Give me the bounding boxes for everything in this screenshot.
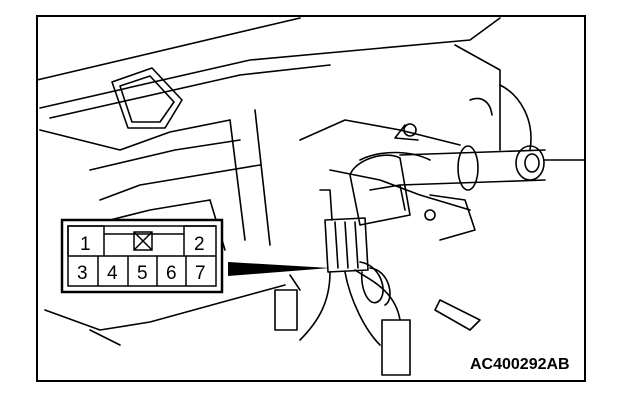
dashboard-drawing: [36, 17, 586, 376]
pin-2-label: 2: [194, 234, 205, 255]
pin-5-label: 5: [137, 263, 148, 284]
pin-4-label: 4: [107, 263, 118, 284]
pin-7-label: 7: [195, 263, 206, 284]
figure-code: AC400292AB: [470, 356, 570, 373]
pin-3-label: 3: [77, 263, 88, 284]
unused-cavity: [133, 231, 153, 251]
connector-pinout: 1 2 3 4 5 6 7: [60, 218, 224, 294]
pin-6-label: 6: [166, 263, 177, 284]
pin-1-label: 1: [80, 234, 91, 255]
pointer-wedge: [228, 262, 330, 276]
